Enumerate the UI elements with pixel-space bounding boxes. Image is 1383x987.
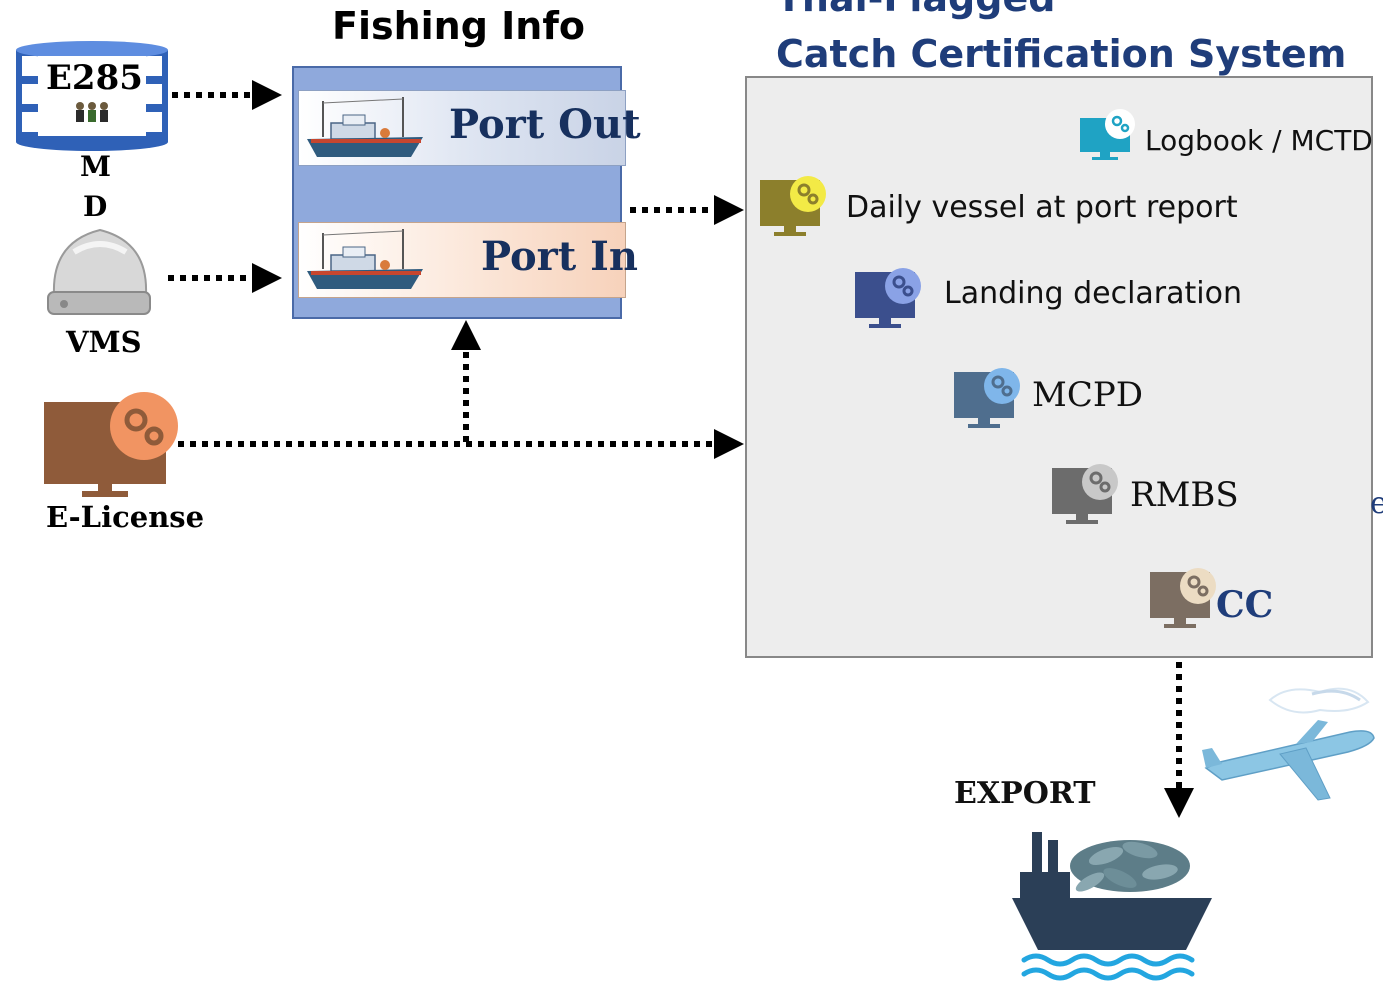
- fishing-info-title: Fishing Info: [332, 4, 585, 48]
- daily-report-monitor-icon: [760, 176, 826, 236]
- system-title-line2: Catch Certification System: [776, 32, 1347, 76]
- elicense-monitor-icon: [44, 392, 178, 497]
- logbook-monitor-icon: [1080, 109, 1135, 160]
- e285-caption-m: M: [80, 150, 111, 183]
- landing-monitor-icon: [855, 268, 921, 328]
- edge-glyph: e: [1370, 486, 1383, 521]
- elicense-label: E-License: [46, 500, 205, 534]
- export-label: EXPORT: [954, 776, 1096, 811]
- port-out-label: Port Out: [449, 101, 641, 148]
- waves-icon: [1021, 953, 1195, 981]
- cc-monitor-icon: [1150, 568, 1216, 628]
- cargo-ship-icon: [1012, 832, 1212, 981]
- rmbs-label: RMBS: [1130, 475, 1239, 515]
- catch-certification-panel: [745, 76, 1373, 658]
- mcpd-label: MCPD: [1032, 375, 1143, 415]
- fish-cargo-icon: [1070, 840, 1190, 892]
- port-in-label: Port In: [481, 233, 638, 280]
- vms-device-icon: [47, 228, 151, 315]
- people-icon: [76, 102, 108, 122]
- e285-label: E285: [46, 58, 143, 98]
- fishing-boat-icon: [307, 97, 423, 157]
- fishing-boat-icon-2: [307, 229, 423, 289]
- daily-report-label: Daily vessel at port report: [846, 190, 1238, 225]
- cc-label: CC: [1216, 584, 1274, 626]
- vms-label: VMS: [66, 325, 142, 359]
- e285-database: E285: [14, 40, 174, 152]
- port-in-panel: Port In: [298, 222, 638, 298]
- logbook-label: Logbook / MCTD: [1145, 124, 1373, 157]
- database-icon: [16, 41, 168, 151]
- port-out-panel: Port Out: [298, 90, 641, 166]
- rmbs-monitor-icon: [1052, 464, 1118, 524]
- fishing-info-box: Port Out Port In: [292, 66, 641, 319]
- mcpd-monitor-icon: [954, 368, 1020, 428]
- system-title-line1: Thai-Flagged: [776, 0, 1055, 20]
- airplane-icon: [1202, 687, 1375, 801]
- landing-label: Landing declaration: [944, 276, 1242, 311]
- e285-caption-d: D: [83, 190, 108, 223]
